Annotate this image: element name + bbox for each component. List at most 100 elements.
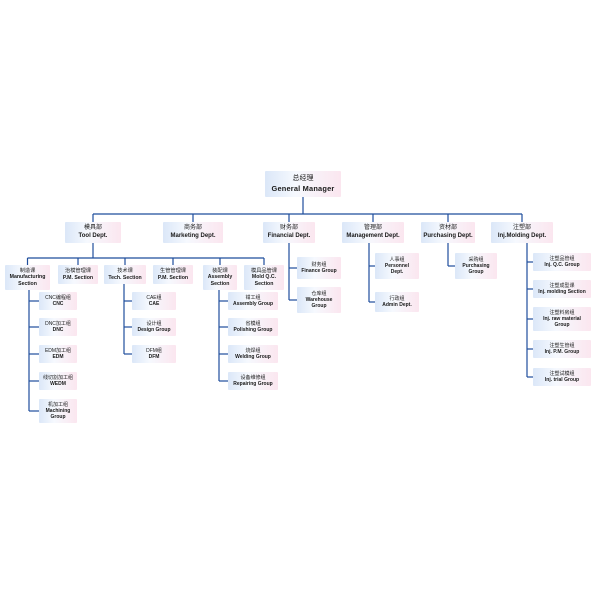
group-design-group-en-label: Design Group: [137, 327, 171, 333]
section-p-m-section-1-en-label: P.M. Section: [62, 274, 94, 281]
group-cae-en-label: CAE: [148, 301, 160, 307]
section-tech-section-2-zh-label: 技术课: [117, 268, 133, 274]
group-finance-group-zh-label: 财务组: [311, 261, 327, 268]
group-inj-molding-section-en-label: Inj. molding Section: [538, 289, 586, 295]
group-inj-raw-material-group-en-label: Inj. raw material: [543, 315, 581, 322]
group-inj-trial-group-en-label: Inj. trial Group: [544, 377, 580, 383]
group-cae-zh-label: CAE组: [146, 294, 162, 301]
group-machining-group-zh-label: 机加工组: [47, 401, 68, 408]
section-assembly-section-4-en-label: Section: [210, 280, 230, 287]
group-repairing-group-zh-label: 设备维修组: [240, 374, 266, 381]
dept-management-dept-zh-label: 管理部: [363, 225, 382, 231]
group-dfm-en-label: DFM: [148, 354, 160, 360]
group-machining-group-en-label: Machining: [45, 407, 71, 414]
group-polishing-group-zh-label: 省模组: [245, 320, 261, 327]
dept-purchasing-dept-zh-label: 资材部: [438, 225, 457, 231]
section-assembly-section-4-en-label: Assembly: [207, 274, 233, 281]
group-warehouse-group-en-label: Group: [311, 303, 327, 310]
general-manager-box-zh-label: 总经理: [292, 175, 314, 182]
group-dnc-en-label: DNC: [52, 327, 64, 333]
group-inj-q-c-group-zh-label: 注塑品管组: [549, 255, 575, 262]
group-personnel-dept-en-label: Dept.: [390, 269, 404, 276]
section-mold-q-c-section-5-en-label: Section: [254, 280, 274, 287]
group-warehouse-group-zh-label: 仓库组: [311, 290, 327, 297]
group-personnel-dept-zh-label: 人事组: [389, 256, 405, 263]
group-personnel-dept-en-label: Personnel: [384, 262, 410, 269]
section-manufacturing-section-0-en-label: Manufacturing: [9, 274, 46, 281]
group-design-group-zh-label: 设计组: [146, 320, 162, 327]
group-wedm-en-label: WEDM: [50, 381, 66, 387]
section-p-m-section-3-en-label: P.M. Section: [157, 274, 189, 281]
section-mold-q-c-section-5-zh-label: 模具品管课: [251, 267, 277, 274]
dept-purchasing-dept-en-label: Purchasing Dept.: [423, 232, 473, 239]
dept-tool-dept-en-label: Tool Dept.: [78, 232, 108, 239]
dept-tool-dept-zh-label: 模具部: [83, 225, 102, 231]
group-inj-p-m-group-zh-label: 注塑生管组: [549, 342, 575, 349]
group-purchasing-group-en-label: Group: [468, 269, 484, 276]
group-inj-raw-material-group-zh-label: 注塑料房组: [549, 309, 575, 316]
group-edm-en-label: EDM: [52, 354, 64, 360]
section-manufacturing-section-0-en-label: Section: [18, 280, 37, 287]
group-welding-group-zh-label: 烧焊组: [245, 347, 261, 354]
group-purchasing-group-en-label: Purchasing: [462, 262, 490, 269]
group-purchasing-group-zh-label: 采购组: [468, 256, 484, 263]
group-assembly-group-en-label: Assembly Group: [232, 301, 273, 307]
dept-marketing-dept-en-label: Marketing Dept.: [170, 232, 216, 239]
group-inj-trial-group-zh-label: 注塑试模组: [549, 370, 575, 377]
dept-inj-molding-dept-zh-label: 注塑部: [512, 225, 531, 231]
group-wedm-zh-label: 线切割加工组: [42, 374, 73, 381]
group-cnc-en-label: CNC: [52, 301, 64, 307]
group-admin-dept-zh-label: 行政组: [389, 295, 405, 302]
section-mold-q-c-section-5-en-label: Mold Q.C.: [251, 274, 277, 281]
dept-financial-dept-en-label: Financial Dept.: [267, 232, 311, 239]
group-dnc-zh-label: DNC加工组: [45, 320, 71, 327]
section-p-m-section-1-zh-label: 治模管理课: [65, 268, 91, 274]
group-dfm-zh-label: DFM组: [146, 347, 162, 354]
section-tech-section-2-en-label: Tech. Section: [108, 274, 142, 281]
group-inj-q-c-group-en-label: Inj. Q.C. Group: [544, 262, 580, 268]
section-assembly-section-4-zh-label: 装配课: [212, 267, 228, 274]
group-finance-group-en-label: Finance Group: [301, 268, 337, 274]
group-welding-group-en-label: Welding Group: [235, 354, 271, 360]
group-edm-zh-label: EDM加工组: [44, 347, 72, 354]
section-p-m-section-3-zh-label: 生管管理课: [160, 268, 186, 274]
group-inj-raw-material-group-en-label: Group: [554, 322, 570, 329]
dept-financial-dept-zh-label: 财务部: [279, 225, 298, 231]
dept-marketing-dept-zh-label: 商务部: [183, 225, 202, 231]
group-cnc-zh-label: CNC编程组: [45, 294, 71, 301]
group-warehouse-group-en-label: Warehouse: [305, 296, 333, 303]
general-manager-box-en-label: General Manager: [271, 183, 335, 193]
group-assembly-group-zh-label: 钳工组: [245, 294, 261, 301]
